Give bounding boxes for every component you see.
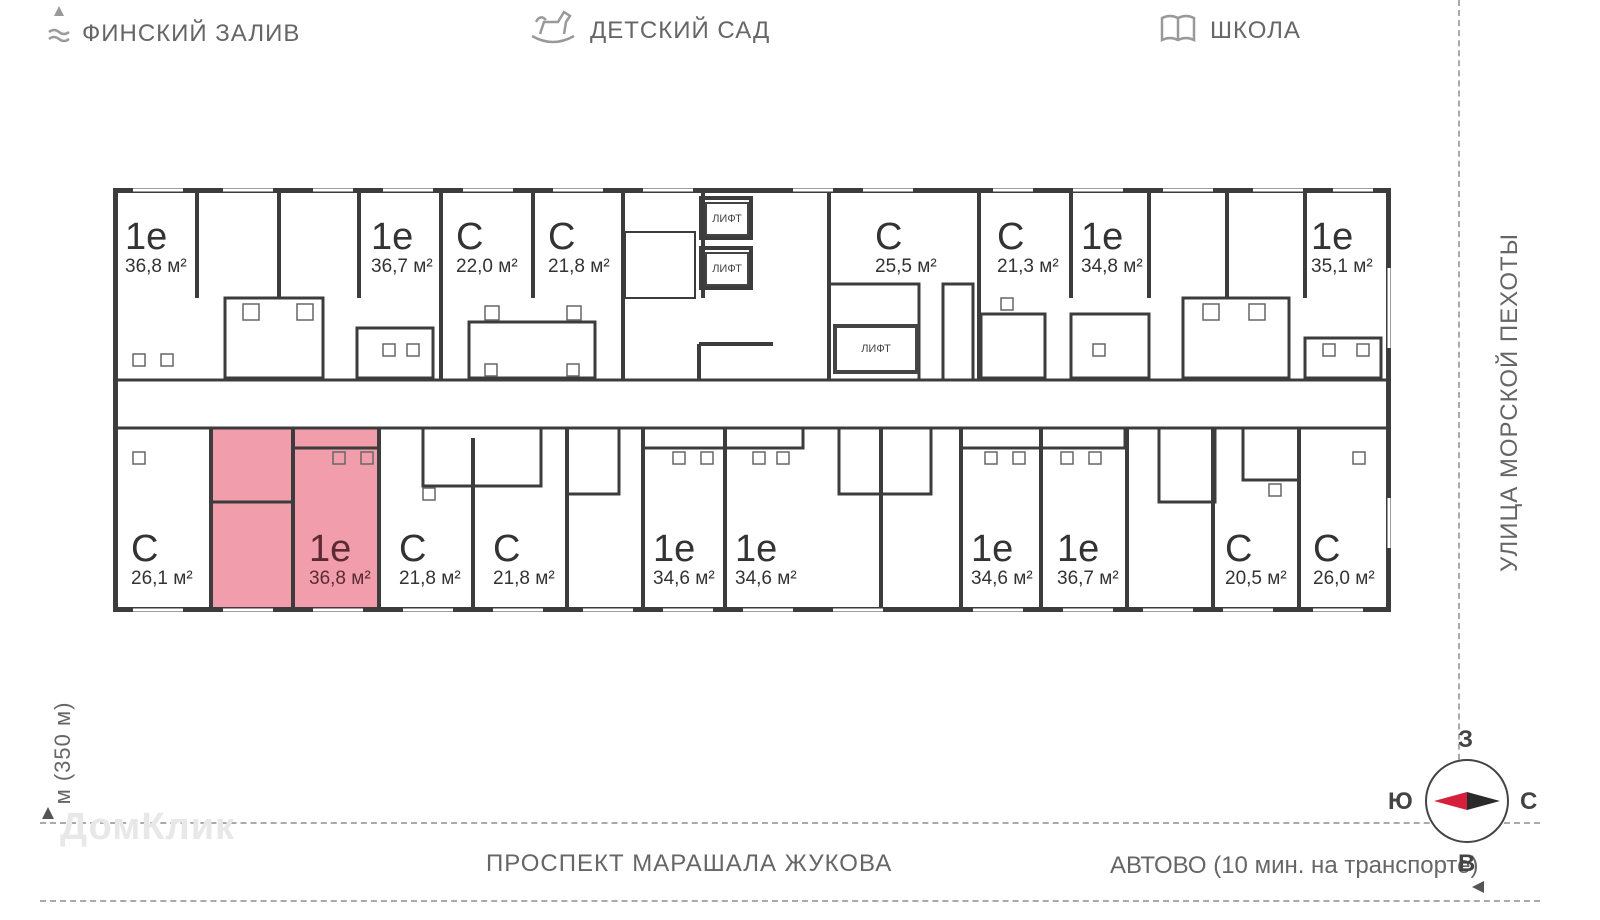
compass-south-label: В <box>1458 850 1476 877</box>
compass-north-label: З <box>1458 726 1474 753</box>
compass-west-label: Ю <box>1388 788 1413 815</box>
book-icon <box>1160 14 1196 47</box>
arrow-up-icon <box>42 806 54 824</box>
bottom-boundary-line-2 <box>40 900 1540 902</box>
school-label: ШКОЛА <box>1210 17 1301 44</box>
apartment-top-7[interactable]: 1е 34,8 м² <box>1081 216 1143 277</box>
apartment-top-6[interactable]: С 21,3 м² <box>997 216 1059 277</box>
apartment-bottom-7[interactable]: 1е 34,6 м² <box>971 528 1033 589</box>
apartment-bottom-4[interactable]: С 21,8 м² <box>493 528 555 589</box>
distance-label: м (350 м) <box>50 701 75 805</box>
lift-3: ЛИФТ <box>833 324 919 374</box>
apartment-bottom-2-selected[interactable]: 1е 36,8 м² <box>309 528 371 589</box>
apartment-bottom-3[interactable]: С 21,8 м² <box>399 528 461 589</box>
prospect-label: ПРОСПЕКТ МАРАШАЛА ЖУКОВА <box>486 850 893 877</box>
metro-label: АВТОВО (10 мин. на транспорте) <box>1110 852 1479 879</box>
side-street-label: УЛИЦА МОРСКОЙ ПЕХОТЫ <box>1496 233 1523 572</box>
water-icon <box>48 6 70 51</box>
arrow-down-icon <box>1472 880 1484 898</box>
right-boundary-line <box>1458 0 1460 820</box>
compass-icon <box>1424 758 1510 844</box>
apartment-top-8[interactable]: 1е 35,1 м² <box>1311 216 1373 277</box>
compass-east-label: С <box>1520 788 1538 815</box>
watermark: ДомКлик <box>60 806 236 848</box>
kindergarten-label: ДЕТСКИЙ САД <box>590 17 771 44</box>
apartment-top-4[interactable]: С 21,8 м² <box>548 216 610 277</box>
apartment-top-3[interactable]: С 22,0 м² <box>456 216 518 277</box>
apartment-bottom-9[interactable]: С 20,5 м² <box>1225 528 1287 589</box>
apartment-bottom-1[interactable]: С 26,1 м² <box>131 528 193 589</box>
apartment-bottom-6[interactable]: 1е 34,6 м² <box>735 528 797 589</box>
apartment-top-5[interactable]: С 25,5 м² <box>875 216 937 277</box>
gulf-label: ФИНСКИЙ ЗАЛИВ <box>82 20 301 47</box>
rocking-horse-icon <box>528 6 578 51</box>
apartment-bottom-8[interactable]: 1е 36,7 м² <box>1057 528 1119 589</box>
apartment-top-1[interactable]: 1е 36,8 м² <box>125 216 187 277</box>
apartment-top-2[interactable]: 1е 36,7 м² <box>371 216 433 277</box>
floor-plan: ЛИФТ ЛИФТ ЛИФТ 1е 36,8 м² 1е 36,7 м² С 2… <box>113 188 1391 612</box>
bottom-boundary-line <box>40 822 1540 824</box>
lift-1: ЛИФТ <box>705 202 749 236</box>
apartment-bottom-10[interactable]: С 26,0 м² <box>1313 528 1375 589</box>
lift-2: ЛИФТ <box>705 252 749 286</box>
apartment-bottom-5[interactable]: 1е 34,6 м² <box>653 528 715 589</box>
